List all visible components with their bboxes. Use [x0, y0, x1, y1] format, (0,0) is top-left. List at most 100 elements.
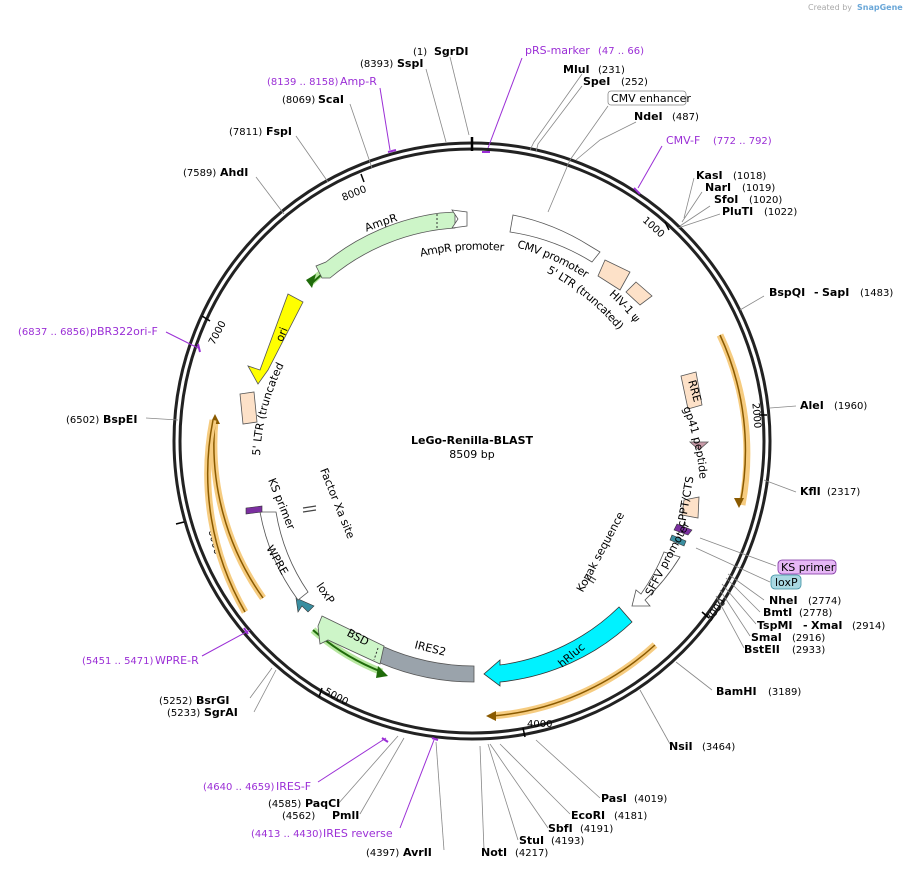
loxp-feature-left[interactable] — [295, 597, 315, 613]
enzyme-kasi[interactable]: KasI — [696, 169, 723, 182]
enzyme-stui[interactable]: StuI — [519, 834, 544, 847]
svg-text:5' LTR (truncated): 5' LTR (truncated) — [0, 0, 287, 456]
leader-lines — [145, 56, 797, 851]
enzyme-pos-sbfi: (4191) — [580, 824, 613, 835]
brand-snapgene: SnapGene — [857, 3, 903, 12]
primer-cmv-f[interactable]: CMV-F — [666, 134, 700, 147]
enzyme-pasi[interactable]: PasI — [601, 792, 627, 805]
enzyme-mlui[interactable]: MluI — [563, 63, 590, 76]
enzyme-sapi-sep: - — [814, 286, 819, 299]
bsd-feature[interactable] — [317, 615, 385, 665]
enzyme-pos-xmai: (2914) — [852, 621, 885, 632]
svg-text:AmpR promoter: AmpR promoter — [419, 240, 505, 260]
cppt-feature[interactable] — [681, 496, 700, 519]
hiv1-psi-feature[interactable] — [625, 281, 653, 306]
boxed-ks-primer[interactable]: KS primer — [781, 561, 836, 574]
enzyme-pos-nari: (1019) — [742, 183, 775, 194]
tick-3000: 3000 — [704, 597, 728, 624]
enzyme-xmai[interactable]: XmaI — [811, 619, 842, 632]
enzyme-pos-pasi: (4019) — [634, 794, 667, 805]
hrluc-feature[interactable] — [483, 606, 633, 687]
label-kozak: Kozak sequence — [574, 510, 627, 595]
enzyme-pos-sspi: (8393) — [360, 59, 393, 70]
enzyme-pos-paqci: (4585) — [268, 799, 301, 810]
features — [239, 209, 710, 687]
enzyme-smai[interactable]: SmaI — [751, 631, 782, 644]
enzyme-pos-fspi: (7811) — [229, 127, 262, 138]
enzyme-spei[interactable]: SpeI — [583, 75, 610, 88]
enzyme-alei[interactable]: AleI — [800, 399, 824, 412]
enzyme-kfli[interactable]: KflI — [800, 485, 821, 498]
enzyme-fspi[interactable]: FspI — [266, 125, 292, 138]
enzyme-pos-pluti: (1022) — [764, 207, 797, 218]
ks-primer-feature-left[interactable] — [245, 505, 263, 515]
enzyme-avrii[interactable]: AvrII — [403, 846, 432, 859]
ires2-feature[interactable] — [377, 645, 475, 683]
enzyme-pos-sgrai: (5233) — [167, 708, 200, 719]
label-ires2: IRES2 — [413, 638, 447, 658]
primer-ires-f[interactable]: IRES-F — [276, 780, 311, 793]
enzyme-paqci[interactable]: PaqCI — [305, 797, 340, 810]
enzyme-bspei[interactable]: BspEI — [103, 413, 137, 426]
enzyme-bamhi[interactable]: BamHI — [716, 685, 757, 698]
primer-ires-reverse[interactable]: IRES reverse — [323, 827, 393, 840]
enzyme-nari[interactable]: NarI — [705, 181, 731, 194]
rre-feature[interactable] — [680, 371, 703, 410]
sffv-promoter-feature[interactable] — [631, 551, 681, 607]
enzyme-pos-mlui: (231) — [598, 65, 625, 76]
enzyme-sapi[interactable]: SapI — [822, 286, 849, 299]
enzyme-bsrgi[interactable]: BsrGI — [196, 694, 229, 707]
primer-pos-cmv-f: (772 .. 792) — [713, 136, 772, 147]
primer-pos-ires-reverse: (4413 .. 4430) — [251, 829, 323, 840]
enzyme-sfoi[interactable]: SfoI — [714, 193, 738, 206]
boxed-loxp[interactable]: loxP — [775, 576, 798, 589]
primer-pbr322ori-f[interactable]: pBR322ori-F — [90, 325, 158, 338]
loxp-feature-right[interactable] — [669, 534, 687, 547]
enzyme-bmti[interactable]: BmtI — [763, 606, 792, 619]
gp41-feature[interactable] — [688, 441, 710, 451]
enzyme-pos-kfli: (2317) — [827, 487, 860, 498]
ks-primer-feature-right[interactable] — [673, 523, 693, 536]
primer-leaders — [165, 57, 663, 829]
ampr-feature[interactable] — [315, 211, 456, 279]
enzyme-sgrdi[interactable]: SgrDI — [434, 45, 468, 58]
ampr-promoter-feature[interactable] — [451, 209, 468, 229]
wpre-feature[interactable] — [259, 511, 309, 601]
enzyme-scai[interactable]: ScaI — [318, 93, 344, 106]
ori-feature[interactable] — [247, 293, 304, 385]
enzyme-xmai-sep: - — [803, 619, 808, 632]
enzyme-labels: (1) SgrDI (8393) SspI MluI (231) SpeI (2… — [66, 45, 893, 859]
ltr5-trunc-feature-left[interactable] — [239, 391, 258, 425]
enzyme-sbfi[interactable]: SbfI — [548, 822, 573, 835]
ltr5-feature[interactable] — [597, 259, 631, 291]
primer-wpre-r[interactable]: WPRE-R — [155, 654, 199, 667]
boxed-cmv-enhancer[interactable]: CMV enhancer — [611, 92, 691, 105]
primer-prs-marker[interactable]: pRS-marker — [525, 44, 590, 57]
enzyme-pos-stui: (4193) — [551, 836, 584, 847]
enzyme-pos-noti: (4217) — [515, 848, 548, 859]
primer-pos-pbr322ori-f: (6837 .. 6856) — [18, 327, 90, 338]
enzyme-pluti[interactable]: PluTI — [722, 205, 753, 218]
enzyme-nsii[interactable]: NsiI — [669, 740, 693, 753]
enzyme-sspi[interactable]: SspI — [397, 57, 423, 70]
primer-labels: pRS-marker (47 .. 66) (8139 .. 8158) Amp… — [18, 44, 772, 840]
enzyme-sgrai[interactable]: SgrAI — [204, 706, 238, 719]
enzyme-pos-sgrdi: (1) — [413, 47, 427, 58]
cmv-promoter-feature[interactable] — [509, 214, 601, 263]
enzyme-ecori[interactable]: EcoRI — [571, 809, 605, 822]
enzyme-nhei[interactable]: NheI — [769, 594, 798, 607]
enzyme-pos-nsii: (3464) — [702, 742, 735, 753]
primer-amp-r[interactable]: Amp-R — [340, 75, 377, 88]
label-factor-xa: Factor Xa site — [317, 466, 357, 540]
enzyme-ahdi[interactable]: AhdI — [220, 166, 248, 179]
enzyme-tspmi[interactable]: TspMI — [757, 619, 793, 632]
enzyme-bspqi[interactable]: BspQI — [769, 286, 805, 299]
label-rre: RRE — [685, 379, 704, 404]
enzyme-ndei[interactable]: NdeI — [634, 110, 663, 123]
enzyme-noti[interactable]: NotI — [481, 846, 507, 859]
primer-pos-wpre-r: (5451 .. 5471) — [82, 656, 154, 667]
label-ori: ori — [273, 325, 290, 343]
enzyme-pos-bsteii: (2933) — [792, 645, 825, 656]
enzyme-pmli[interactable]: PmlI — [332, 809, 359, 822]
enzyme-bsteii[interactable]: BstEII — [744, 643, 780, 656]
